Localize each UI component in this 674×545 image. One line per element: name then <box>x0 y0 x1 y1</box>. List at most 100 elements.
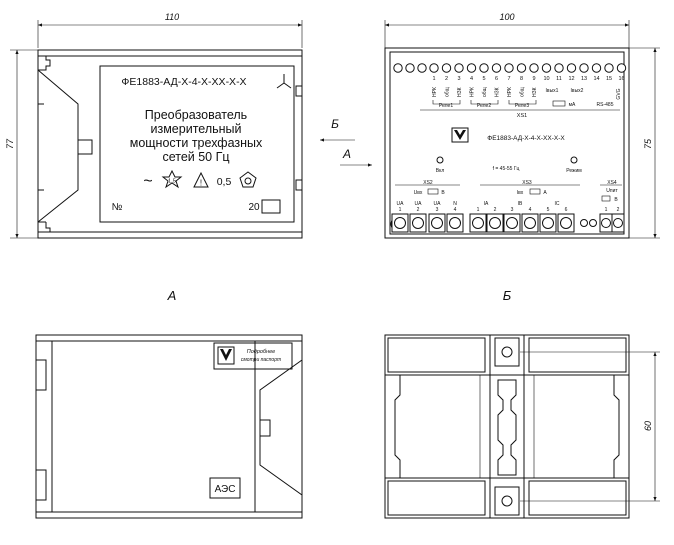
bottom-terminal-screw <box>506 217 518 229</box>
ia-number: 5 <box>547 207 550 213</box>
side-housing <box>384 47 630 239</box>
relay-group-3: Реле3 <box>515 103 529 109</box>
top-terminal-number: 4 <box>470 76 473 82</box>
uin-unit: В <box>441 190 445 196</box>
top-terminal-screw <box>554 63 564 73</box>
front-housing <box>37 49 303 239</box>
ua-number: 4 <box>454 207 457 213</box>
bottom-small-screw <box>580 219 588 227</box>
top-terminal-number: 7 <box>507 76 510 82</box>
bottom-small-screw <box>589 219 597 227</box>
bottom-terminal-screw <box>542 217 554 229</box>
top-terminal-number: 8 <box>520 76 523 82</box>
front-title-line-4: сетей 50 Гц <box>162 150 229 164</box>
ia-label: IB <box>518 201 523 207</box>
top-terminal-screw <box>579 63 589 73</box>
view-label-b: Б <box>503 288 512 303</box>
top-terminal-screw <box>429 63 439 73</box>
number-sign: № <box>112 202 123 213</box>
ia-number: 6 <box>565 207 568 213</box>
top-terminal-number: 2 <box>445 76 448 82</box>
top-terminal-screw <box>541 63 552 73</box>
top-terminal-screw <box>454 63 464 73</box>
bottom-terminal-screw <box>394 217 406 229</box>
front-title-line-3: мощности трехфазных <box>130 136 263 150</box>
top-terminal-screw <box>479 63 489 73</box>
ua-label: UA <box>415 201 423 207</box>
xs1-label: XS1 <box>517 113 527 119</box>
ia-label: IC <box>555 201 560 207</box>
upit-unit-box <box>601 195 611 202</box>
led-mode-icon <box>570 156 578 164</box>
top-terminal-number: 16 <box>618 76 624 82</box>
number-value: 20 <box>248 202 260 213</box>
pentagon-mark-icon <box>239 171 257 188</box>
arrow-a-label: А <box>342 147 351 161</box>
left-latch-top <box>37 56 51 71</box>
relay-contact-label: общ <box>445 87 451 97</box>
dim-mount-value: 60 <box>643 421 653 431</box>
upit-number: 2 <box>617 207 620 213</box>
stamp-text: АЭС <box>215 484 236 495</box>
bottom-terminal-screw <box>431 217 443 229</box>
din-spring <box>497 379 517 476</box>
relay-group-1: Реле1 <box>439 103 453 109</box>
top-terminal-number: 13 <box>581 76 587 82</box>
mount-housing <box>384 334 630 519</box>
top-terminal-screw <box>566 63 577 73</box>
ua-label: UA <box>397 201 405 207</box>
gvg-label: GVG <box>616 88 622 99</box>
ua-number: 2 <box>417 207 420 213</box>
mount-block-tr <box>528 337 627 373</box>
top-terminal-screw <box>466 63 477 73</box>
mount-block-tl <box>387 337 486 373</box>
relay-group-2: Реле2 <box>477 103 491 109</box>
back-housing <box>35 334 303 519</box>
view-label-a: А <box>167 288 177 303</box>
din-clip-bottom <box>494 486 520 516</box>
top-terminal-number: 9 <box>532 76 535 82</box>
relay-contact-label: НЗК <box>495 87 501 97</box>
iin-label: Iвх <box>517 190 524 196</box>
right-latch-bottom <box>295 179 303 191</box>
dim-width-value: 110 <box>165 12 179 22</box>
relay-brackets <box>432 100 537 105</box>
relay-contact-label: общ <box>482 87 488 97</box>
ac-symbol-icon: ~ <box>143 173 152 190</box>
upit-unit: В <box>614 197 618 203</box>
top-terminal-row <box>393 63 627 73</box>
back-right-profile <box>259 341 303 512</box>
iout-2-label: Iвых2 <box>571 88 584 94</box>
ia-label: IA <box>484 201 489 207</box>
side-model: ФЕ1883-АД-Х-4-Х-ХХ-Х-Х <box>487 135 565 142</box>
back-sticker <box>213 342 293 370</box>
relay-contact-label: НЗК <box>457 87 463 97</box>
top-terminal-screw <box>616 63 627 73</box>
ua-label: N <box>453 201 457 207</box>
front-title-line-2: измерительный <box>151 122 242 136</box>
class-value: 1,5 <box>168 179 176 185</box>
sticker-line-2: смотри паспорт <box>241 357 281 363</box>
top-terminal-screw <box>529 63 539 73</box>
ia-number: 3 <box>511 207 514 213</box>
back-stamp <box>209 477 241 499</box>
top-terminal-screw <box>591 63 602 73</box>
top-terminal-screw <box>604 63 614 73</box>
ua-number: 3 <box>436 207 439 213</box>
top-end-screw-2 <box>405 63 415 73</box>
ia-number: 1 <box>477 207 480 213</box>
top-end-screw-left <box>393 63 403 73</box>
back-left-latch-bottom <box>36 469 47 501</box>
iin-unit: А <box>543 190 547 196</box>
led-power-label: Вкл <box>436 168 445 174</box>
freq-label: f = 45-55 Гц <box>493 166 520 172</box>
bottom-terminal-screw <box>613 218 623 228</box>
top-terminal-number: 15 <box>606 76 612 82</box>
mount-left-rib <box>394 375 401 478</box>
bottom-terminal-screw <box>449 217 461 229</box>
relay-contact-label: НЗК <box>532 87 538 97</box>
